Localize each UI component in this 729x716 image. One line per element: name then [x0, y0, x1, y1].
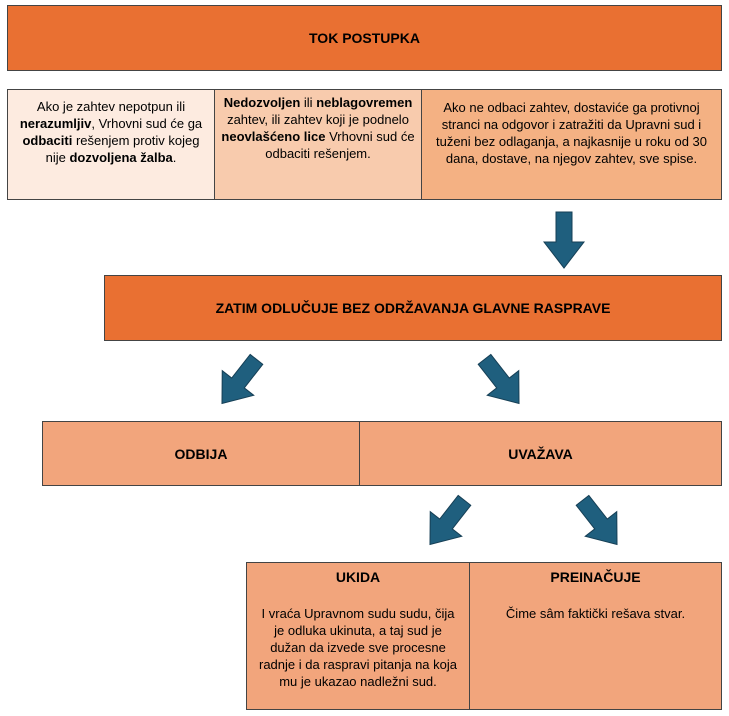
decision-box: ZATIM ODLUČUJE BEZ ODRŽAVANJA GLAVNE RAS… [104, 275, 722, 341]
bold-text: nerazumljiv [19, 116, 92, 131]
annul-text: I vraća Upravnom sudu sudu, čija je odlu… [258, 606, 457, 689]
arrow-down-right-icon [468, 346, 536, 417]
step-incomplete-request: Ako je zahtev nepotpun ili nerazumljiv, … [7, 89, 215, 200]
text: rešenjem protiv kojeg nije [45, 133, 200, 165]
bold-text: neblagovremen [316, 95, 413, 110]
reject-box: ODBIJA [42, 421, 360, 486]
step-inadmissible-request: Nedozvoljen ili neblagovremen zahtev, il… [214, 89, 422, 200]
text: Vrhovni sud će odbaciti rešenjem. [265, 129, 415, 161]
text: zahtev, ili zahtev koji je podnelo [227, 112, 409, 127]
text: Ako je zahtev nepotpun ili [36, 99, 186, 114]
annul-heading: UKIDA [335, 569, 381, 585]
title: TOK POSTUPKA [309, 30, 420, 46]
bold-text: Nedozvoljen [223, 95, 301, 110]
text: . [172, 150, 177, 165]
modify-box: PREINAČUJE Čime sâm faktički rešava stva… [469, 562, 722, 710]
text: Ako ne odbaci zahtev, dostaviće ga proti… [435, 100, 708, 166]
accept-label: UVAŽAVA [508, 445, 573, 462]
annul-box: UKIDA I vraća Upravnom sudu sudu, čija j… [246, 562, 470, 710]
title-box: TOK POSTUPKA [7, 5, 722, 71]
decision-label: ZATIM ODLUČUJE BEZ ODRŽAVANJA GLAVNE RAS… [215, 300, 611, 316]
modify-text: Čime sâm faktički rešava stvar. [505, 606, 686, 621]
arrow-down-left-icon [205, 346, 273, 417]
arrow-down-right-icon [566, 487, 634, 558]
text: ili [300, 95, 317, 110]
bold-text: odbaciti [22, 133, 73, 148]
modify-heading: PREINAČUJE [550, 569, 641, 585]
step-deliver-request: Ako ne odbaci zahtev, dostaviće ga proti… [421, 89, 722, 200]
reject-label: ODBIJA [174, 445, 228, 462]
bold-text: dozvoljena žalba [69, 150, 173, 165]
arrow-down-left-icon [413, 487, 481, 558]
text: , Vrhovni sud će ga [91, 116, 203, 131]
accept-box: UVAŽAVA [359, 421, 722, 486]
arrow-down-icon [543, 211, 585, 269]
bold-text: neovlašćeno lice [221, 129, 326, 144]
